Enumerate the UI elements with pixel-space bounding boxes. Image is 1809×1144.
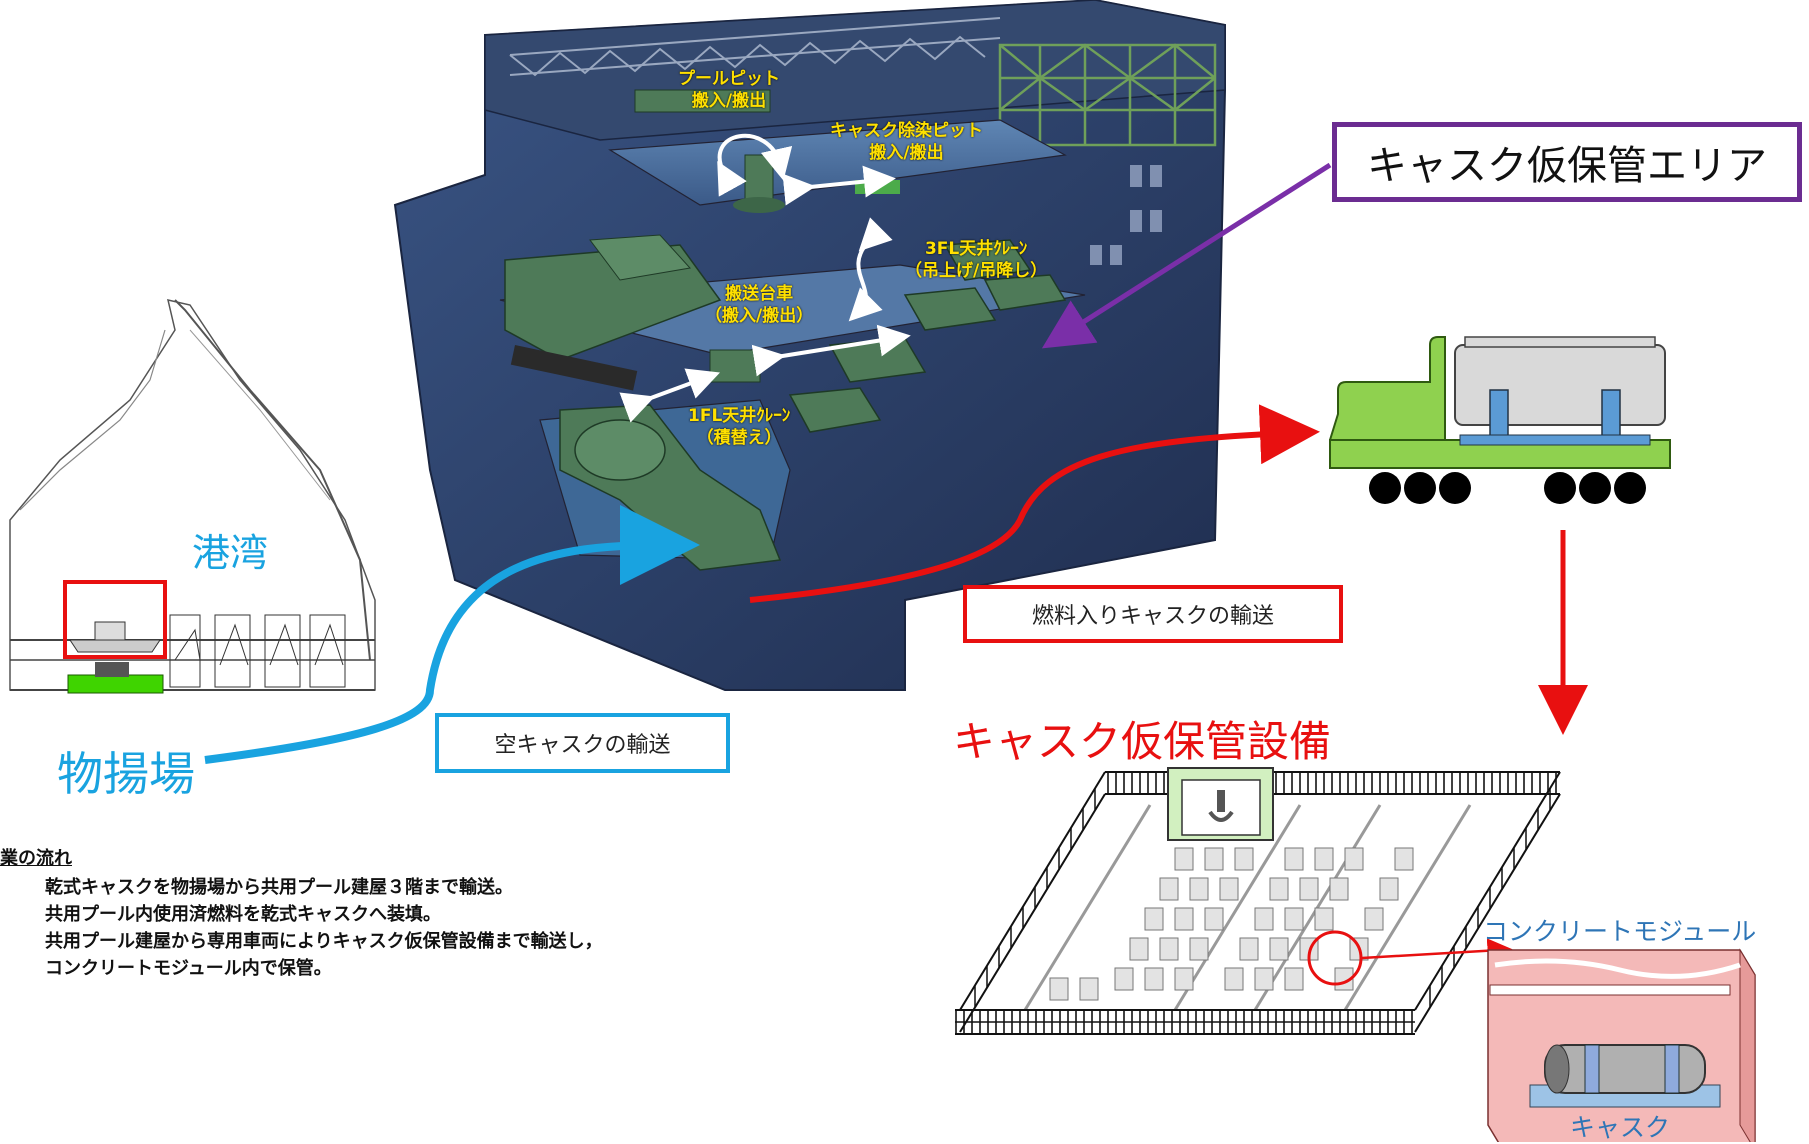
transport-cart-label-line2: （搬入/搬出） [705,306,814,326]
crane-1fl-label: 1FL天井ｸﾚｰﾝ （積替え） [688,405,790,449]
pool-pit-label-line1: プールピット [678,69,780,89]
storage-facility-title: キャスク仮保管設備 [953,717,1332,766]
workflow-step-4: コンクリートモジュール内で保管。 [45,958,332,979]
transport-truck-icon [1328,336,1671,504]
workflow-step-2: 共用プール内使用済燃料を乾式キャスクへ装填。 [45,904,441,925]
cask-label: キャスク [1570,1113,1671,1142]
loaded-cask-transport-label: 燃料入りキャスクの輸送 [963,585,1343,643]
harbor-label: 港湾 [192,531,269,575]
decon-pit-label: キャスク除染ピット 搬入/搬出 [830,120,983,164]
decon-pit-label-line2: 搬入/搬出 [869,143,944,163]
crane-1fl-label-line2: （積替え） [696,428,782,448]
crane-3fl-label: 3FL天井ｸﾚｰﾝ （吊上げ/吊降し） [905,238,1047,282]
unloading-wharf-label: 物揚場 [57,747,195,801]
transport-cart-label: 搬送台車 （搬入/搬出） [705,283,813,327]
concrete-module-label: コンクリートモジュール [1483,917,1757,946]
crane-1fl-label-line1: 1FL天井ｸﾚｰﾝ [688,406,791,426]
crane-3fl-label-line1: 3FL天井ｸﾚｰﾝ [924,239,1028,259]
port-map [9,299,376,694]
workflow-step-3: 共用プール建屋から専用車両によりキャスク仮保管設備まで輸送し， [45,931,603,952]
decon-pit-label-line1: キャスク除染ピット [830,121,983,141]
temp-storage-area-callout: キャスク仮保管エリア [1332,122,1802,202]
transport-cart-label-line1: 搬送台車 [725,284,794,304]
concrete-module-detail [1487,948,1756,1142]
pool-pit-label: プールピット 搬入/搬出 [678,68,780,112]
storage-facility-diagram [955,767,1561,1035]
loaded-transport-arrow [749,404,1320,603]
empty-cask-transport-label: 空キャスクの輸送 [435,713,730,773]
pool-pit-label-line2: 搬入/搬出 [691,91,767,111]
workflow-heading: 業の流れ [0,848,72,869]
workflow-step-1: 乾式キャスクを物揚場から共用プール建屋３階まで輸送。 [45,877,513,898]
empty-transport-arrow [204,505,700,764]
crane-3fl-label-line2: （吊上げ/吊降し） [905,261,1048,281]
pool-building-cutaway [393,0,1226,691]
storage-area-pointer-arrow [1041,162,1332,349]
